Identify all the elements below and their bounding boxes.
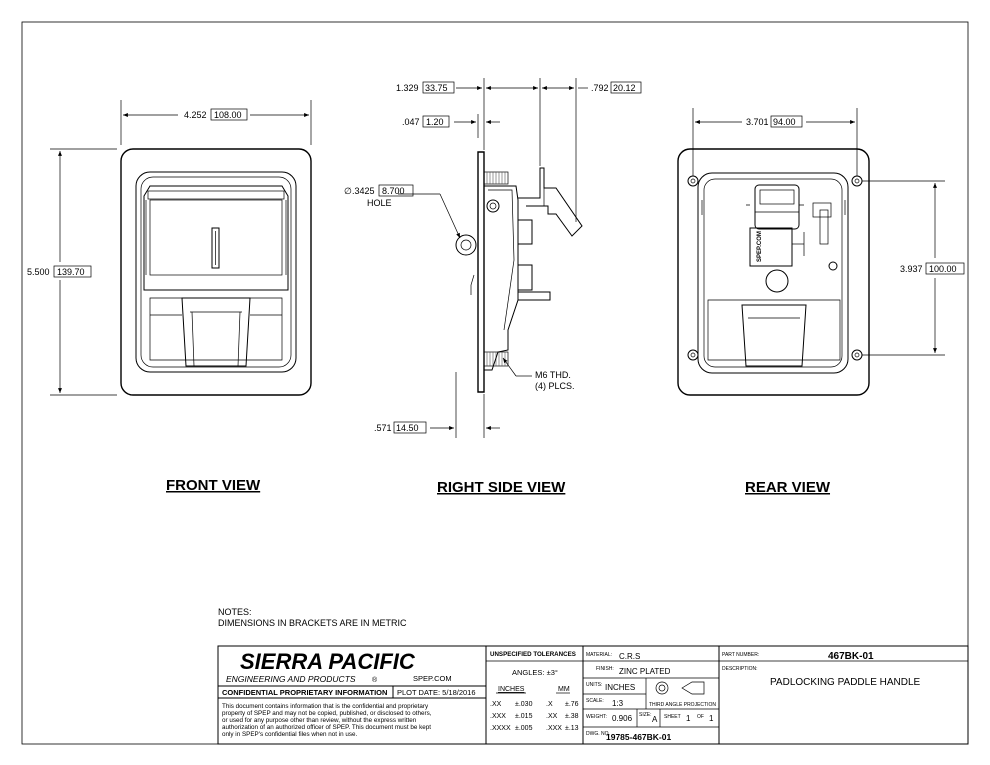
latch-marking: SPEP.COM xyxy=(757,231,763,262)
thread-label: M6 THD. xyxy=(535,370,571,380)
drawing-number: 19785-467BK-01 xyxy=(606,732,671,742)
units-value: INCHES xyxy=(605,683,635,692)
description-label: DESCRIPTION: xyxy=(722,666,758,672)
front-height-dimension: 5.500 139.70 xyxy=(27,148,117,396)
side-bottom-metric: 14.50 xyxy=(396,423,419,433)
tol-mm-2-label: .XX xyxy=(546,713,558,720)
mm-heading: MM xyxy=(558,686,570,693)
side-top-right-metric: 20.12 xyxy=(613,83,636,93)
side-top-right-value: .792 xyxy=(591,83,609,93)
scale-value: 1:3 xyxy=(612,699,624,708)
weight-label: WEIGHT: xyxy=(586,714,607,720)
sheet-label: SHEET xyxy=(664,714,681,720)
side-view xyxy=(455,151,583,393)
rear-width-value: 3.701 xyxy=(746,117,769,127)
tol-in-2-label: .XXX xyxy=(490,713,506,720)
of-value: 1 xyxy=(709,714,714,723)
notes-heading: NOTES: xyxy=(218,607,252,617)
tol-in-2-value: ±.015 xyxy=(515,713,533,720)
side-view-title: RIGHT SIDE VIEW xyxy=(437,479,566,496)
company-subtitle: ENGINEERING AND PRODUCTS xyxy=(226,674,356,684)
side-flange-value: .047 xyxy=(402,117,420,127)
weight-value: 0.906 xyxy=(612,714,633,723)
part-description: PADLOCKING PADDLE HANDLE xyxy=(770,677,921,688)
front-width-dimension: 4.252 108.00 xyxy=(120,100,312,145)
side-top-left-value: 1.329 xyxy=(396,83,419,93)
disclaimer-line-2: property of SPEP and may not be copied, … xyxy=(222,710,432,717)
disclaimer-line-5: only in SPEP's confidential files when n… xyxy=(222,731,358,738)
side-top-dimension: 1.329 33.75 .792 20.12 xyxy=(396,78,642,222)
plot-date: PLOT DATE: 5/18/2016 xyxy=(397,688,476,697)
finish-value: ZINC PLATED xyxy=(619,667,671,676)
sheet-border xyxy=(21,21,969,745)
tolerances-heading: UNSPECIFIED TOLERANCES xyxy=(490,651,576,658)
front-width-metric: 108.00 xyxy=(214,110,242,120)
projection-label: THIRD ANGLE PROJECTION xyxy=(649,702,716,708)
sheet-value: 1 xyxy=(686,714,691,723)
rear-view-title: REAR VIEW xyxy=(745,479,831,496)
hole-diameter-value: .3425 xyxy=(352,186,375,196)
confidential-heading: CONFIDENTIAL PROPRIETARY INFORMATION xyxy=(222,688,387,697)
rear-view: SPEP.COM xyxy=(677,148,870,396)
scale-label: SCALE: xyxy=(586,698,604,704)
title-block: SIERRA PACIFIC ENGINEERING AND PRODUCTS … xyxy=(217,645,969,745)
inches-heading: INCHES xyxy=(498,686,525,693)
side-bottom-value: .571 xyxy=(374,423,392,433)
tol-mm-3-value: ±.13 xyxy=(565,725,579,732)
size-label: SIZE: xyxy=(639,712,652,718)
disclaimer-line-1: This document contains information that … xyxy=(222,703,429,710)
part-number-label: PART NUMBER: xyxy=(722,652,759,658)
part-number: 467BK-01 xyxy=(828,651,874,662)
tol-mm-1-value: ±.76 xyxy=(565,701,579,708)
disclaimer-line-3: or used for any purpose other than revie… xyxy=(222,717,417,724)
tol-mm-3-label: .XXX xyxy=(546,725,562,732)
notes-line-1: DIMENSIONS IN BRACKETS ARE IN METRIC xyxy=(218,618,407,628)
thread-count: (4) PLCS. xyxy=(535,381,575,391)
rear-width-dimension: 3.701 94.00 xyxy=(692,108,858,176)
front-view-title: FRONT VIEW xyxy=(166,477,261,494)
material-label: MATERIAL: xyxy=(586,652,612,658)
front-height-value: 5.500 xyxy=(27,267,50,277)
rear-height-metric: 100.00 xyxy=(929,264,957,274)
rear-height-value: 3.937 xyxy=(900,264,923,274)
tol-mm-2-value: ±.38 xyxy=(565,713,579,720)
side-top-left-metric: 33.75 xyxy=(425,83,448,93)
finish-label: FINISH: xyxy=(596,666,614,672)
rear-width-metric: 94.00 xyxy=(773,117,796,127)
of-label: OF xyxy=(697,714,704,720)
side-bottom-dimension: .571 14.50 xyxy=(374,372,500,438)
units-label: UNITS: xyxy=(586,682,602,688)
material-value: C.R.S xyxy=(619,652,640,661)
registered-mark: ® xyxy=(372,676,378,684)
dwg-label: DWG. NO. xyxy=(586,731,610,737)
hole-diameter-metric: 8.700 xyxy=(382,186,405,196)
tol-in-3-label: .XXXX xyxy=(490,725,511,732)
side-flange-dimension: .047 1.20 xyxy=(402,114,500,138)
tol-in-3-value: ±.005 xyxy=(515,725,533,732)
angles-tolerance: ANGLES: ±3° xyxy=(512,668,558,677)
rear-height-dimension: 3.937 100.00 xyxy=(862,180,965,356)
hole-diameter-symbol: ∅ xyxy=(344,186,352,196)
disclaimer-line-4: authorization of an authorized officer o… xyxy=(222,724,431,731)
tol-in-1-label: .XX xyxy=(490,701,502,708)
tol-in-1-value: ±.030 xyxy=(515,701,533,708)
front-width-value: 4.252 xyxy=(184,110,207,120)
size-value: A xyxy=(652,715,658,724)
hole-callout: ∅ .3425 8.700 HOLE xyxy=(344,184,461,239)
company-name: SIERRA PACIFIC xyxy=(240,649,416,674)
front-view xyxy=(120,148,312,396)
thread-callout: M6 THD. (4) PLCS. xyxy=(502,357,575,391)
hole-label: HOLE xyxy=(367,198,392,208)
company-website: SPEP.COM xyxy=(413,674,452,683)
tol-mm-1-label: .X xyxy=(546,701,553,708)
front-height-metric: 139.70 xyxy=(57,267,85,277)
side-flange-metric: 1.20 xyxy=(426,117,444,127)
